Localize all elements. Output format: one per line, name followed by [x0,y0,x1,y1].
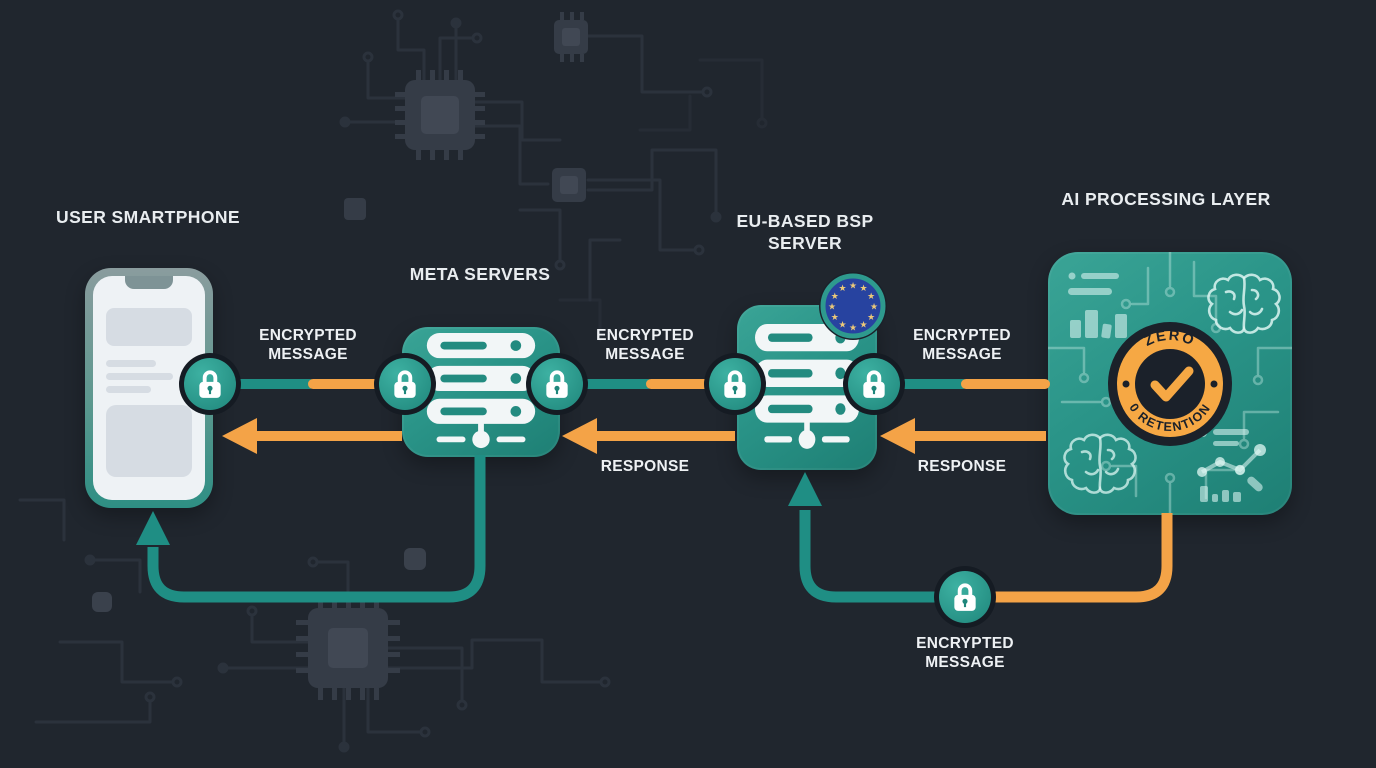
svg-text:★: ★ [838,321,846,331]
screen-block [106,308,192,346]
screen-line [106,386,151,393]
ai-layer-node: ZERO 0 RETENTION [1048,252,1292,515]
padlock-icon [704,353,766,415]
encrypted-message-label-3: ENCRYPTED MESSAGE [913,327,1011,364]
svg-text:★: ★ [831,292,839,302]
microchip-icon [554,12,588,62]
svg-text:★: ★ [849,323,857,333]
bsp-server-title: EU-BASED BSP SERVER [736,211,874,254]
svg-text:★: ★ [849,282,857,292]
microchip-icon [395,70,485,160]
padlock-icon [843,353,905,415]
padlock-icon [179,353,241,415]
svg-text:★: ★ [828,302,836,312]
phone-notch [125,276,173,289]
server-stack-icon [426,333,536,449]
meta-servers-title: META SERVERS [409,264,551,284]
microchip-icon [552,168,586,202]
svg-text:★: ★ [867,313,875,323]
encrypted-message-label-2: ENCRYPTED MESSAGE [596,327,694,364]
ai-layer-title: AI PROCESSING LAYER [1061,189,1271,209]
padlock-icon [934,566,996,628]
response-label-2: RESPONSE [917,458,1007,475]
svg-text:★: ★ [831,313,839,323]
svg-text:★: ★ [870,302,878,312]
svg-text:★: ★ [838,284,846,294]
encrypted-message-label-bottom: ENCRYPTED MESSAGE [916,635,1014,672]
zero-retention-badge: ZERO 0 RETENTION [1106,320,1234,448]
svg-text:★: ★ [867,292,875,302]
microchip-icon [344,198,366,220]
svg-text:★: ★ [859,321,867,331]
screen-block [106,405,192,477]
encrypted-message-label-1: ENCRYPTED MESSAGE [259,327,357,364]
padlock-icon [526,353,588,415]
microchip-icon [296,596,400,700]
brain-outline-icon [1207,273,1281,334]
ai-box-decorations [1048,252,1292,515]
brain-outline-icon [1063,433,1137,494]
svg-text:★: ★ [859,284,867,294]
checkmark-icon [1150,366,1194,401]
bar-chart-icon [1068,272,1127,339]
smartphone-title: USER SMARTPHONE [56,207,240,227]
screen-line [106,360,156,367]
padlock-icon [374,353,436,415]
scatter-plot-icon [1197,429,1266,502]
server-stack-icon [755,323,859,449]
response-label-1: RESPONSE [600,458,690,475]
eu-flag-stars-icon: ★★ ★★ ★★ ★★ ★★ ★★ [818,271,888,341]
screen-line [106,373,174,380]
